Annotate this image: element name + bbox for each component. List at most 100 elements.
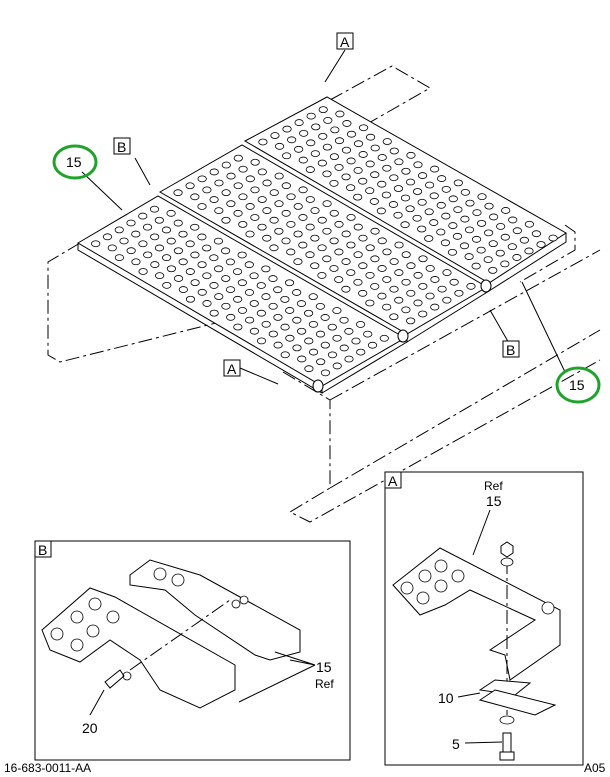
callout-label-left: 15 [66,154,82,170]
perforation-hole [214,207,224,214]
perforation-hole [389,285,399,293]
perforation-hole [394,269,404,276]
perforation-hole [185,240,195,248]
perforation-hole [296,300,307,307]
perforation-hole [341,146,352,154]
detail-b-title: B [38,542,47,558]
perforation-hole [261,293,271,300]
detail-a-ref: Ref [484,479,503,493]
perforation-hole [370,255,380,263]
perforation-hole [381,191,392,199]
perforation-hole [221,275,231,282]
perforation-hole [178,230,188,238]
perforation-hole [256,309,266,317]
perforation-hole [173,219,183,227]
perforation-hole [500,260,510,268]
perforation-hole [150,233,160,241]
perforation-hole [424,181,435,189]
perforation-hole [285,334,295,342]
perforation-hole [268,275,278,282]
perforation-hole [322,255,332,263]
perforation-hole [161,226,172,234]
perforation-hole [405,178,416,186]
perforation-hole [335,110,345,118]
perforation-hole [173,189,183,197]
perforation-hole [406,317,416,325]
perforation-hole [379,334,389,342]
perforation-hole [178,286,188,293]
perforation-hole [512,254,522,261]
perforation-hole [365,160,375,168]
perforation-hole [355,321,366,328]
perforation-hole [262,179,272,187]
perforation-hole [225,286,236,294]
perforation-hole [155,272,165,280]
perforation-hole [370,282,380,290]
detail-b-part-20: 20 [82,720,98,736]
perforation-hole [401,306,411,314]
callout-circle-right [555,366,601,404]
perforation-hole [489,213,499,221]
sheet-code: A05 [584,761,606,775]
perforation-hole [353,167,363,174]
perforation-hole [341,230,351,238]
perforation-hole [447,248,458,256]
perforation-hole [150,261,160,268]
perforation-hole [401,251,411,259]
perforation-hole [448,222,458,229]
perforation-hole [245,175,255,183]
perforation-hole [261,265,271,273]
perforation-hole [138,268,148,275]
perforation-hole [341,258,351,265]
perforation-hole [322,227,332,235]
perforation-hole [353,223,363,231]
perforation-hole [332,307,342,314]
perforation-hole [286,220,296,228]
perforation-hole [107,244,117,252]
perforation-hole [417,172,428,179]
perforation-hole [507,243,517,251]
perforation-hole [334,137,345,145]
perforation-hole [262,207,272,214]
perforation-hole [351,337,361,345]
perforation-hole [258,138,268,146]
perforation-hole [297,355,307,363]
view-a-label-bottom: A [227,361,237,377]
perforation-hole [305,196,315,203]
perforation-hole [334,276,344,283]
perforation-hole [460,188,470,196]
perforation-hole [346,213,356,221]
view-b-marker-top [113,137,131,155]
perforation-hole [256,337,267,345]
perforation-hole [400,221,410,229]
leaders [81,49,566,385]
perforation-hole [377,265,387,272]
perforation-hole [453,206,463,213]
perforation-hole [166,265,177,273]
view-b-marker-right [502,340,520,358]
perforation-hole [297,327,307,335]
perforation-hole [310,207,320,214]
perforation-hole [424,235,434,242]
perforation-hole [471,262,481,270]
perforation-hole [412,214,422,222]
perforation-hole [250,186,260,194]
detail-b-part-15-ref: Ref [315,677,334,691]
perforation-hole [308,348,319,356]
perforation-hole [273,286,283,294]
perforation-hole [318,106,328,114]
perforation-hole [464,226,475,234]
perforation-hole [185,182,195,190]
perforation-hole [388,201,399,208]
view-a-label-top: A [340,34,350,50]
perforation-hole [317,159,327,167]
perforation-hole [369,198,379,205]
perforation-hole [353,140,364,148]
perforation-hole [318,132,328,140]
perforation-hole [173,275,184,282]
perforation-hole [454,289,464,297]
perforation-hole [401,167,411,175]
perforation-hole [370,227,380,235]
perforation-hole [429,219,439,226]
perforation-hole [412,188,423,195]
